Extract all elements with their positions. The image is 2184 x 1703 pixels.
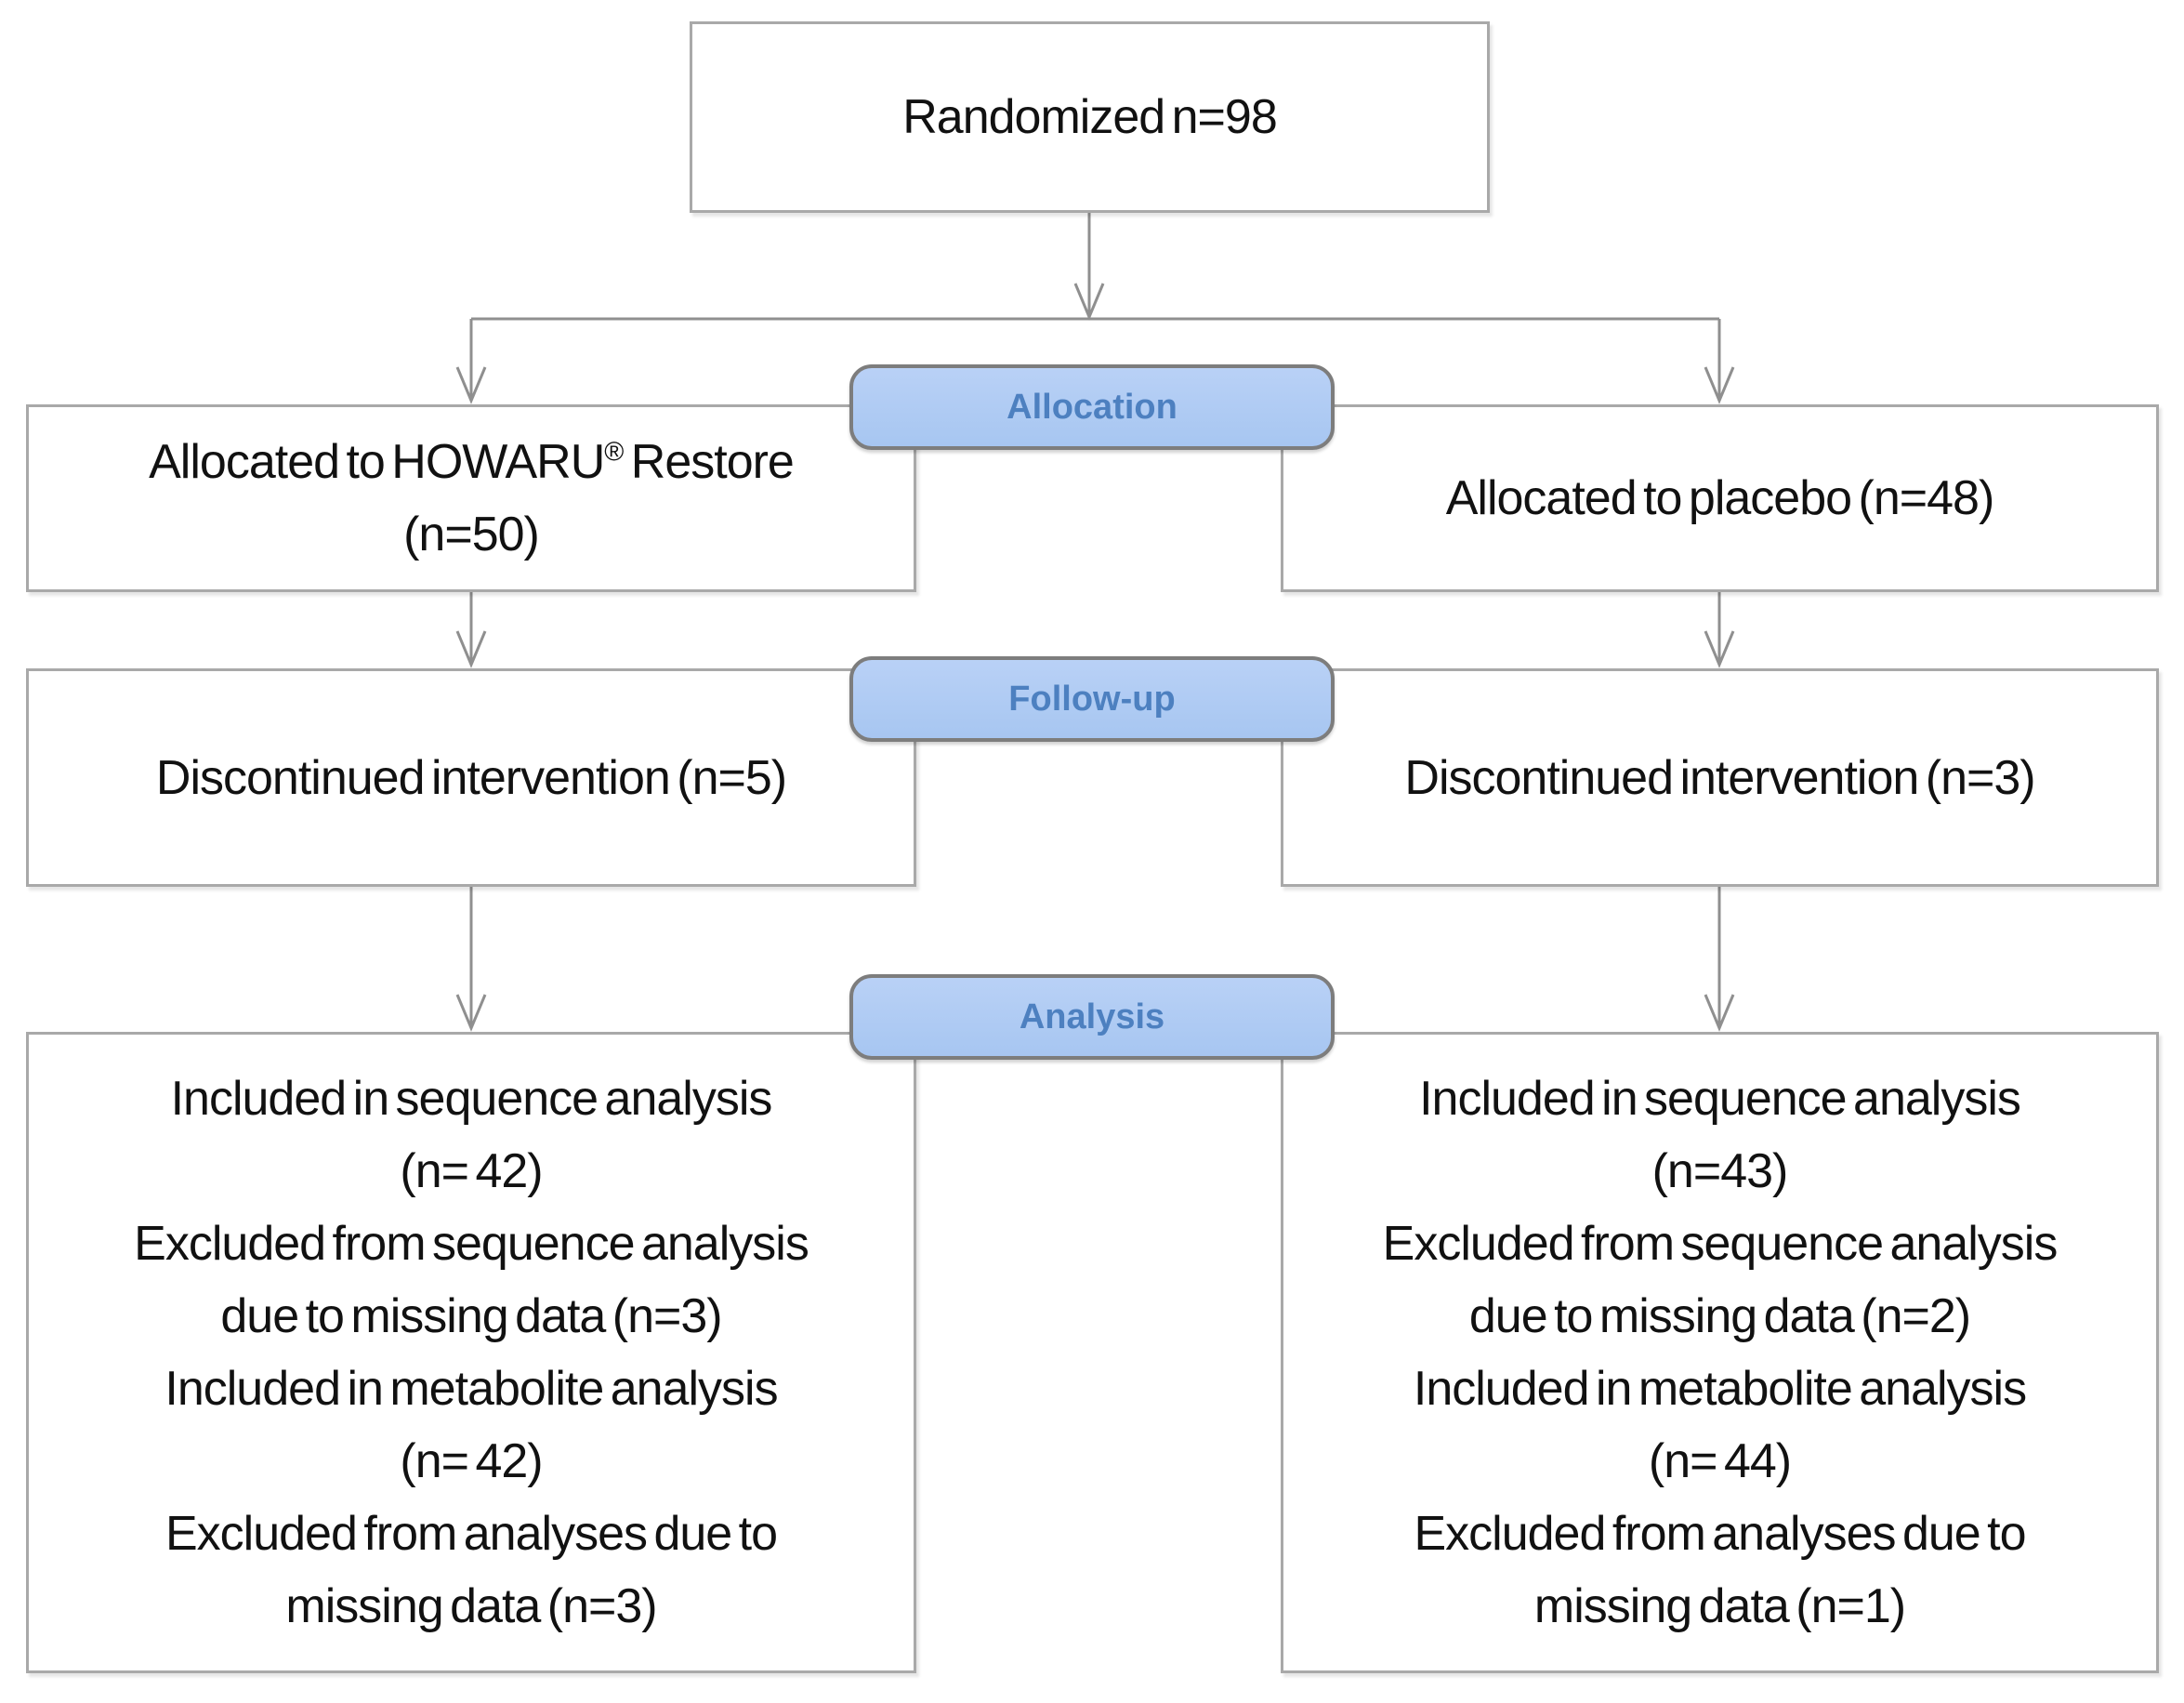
analysis-howaru-line: Excluded from analyses due to — [164, 1507, 778, 1561]
allocated-howaru-text: Allocated to HOWARU — [149, 435, 605, 489]
allocation-stage-tab: Allocation — [849, 364, 1335, 450]
allocated-howaru-text-restore: Restore — [624, 435, 795, 489]
allocated-howaru-count: (n=50) — [403, 508, 540, 561]
analysis-placebo-box: Included in sequence analysis (n=43) Exc… — [1281, 1032, 2159, 1673]
discontinued-howaru-box: Discontinued intervention (n=5) — [26, 668, 916, 887]
analysis-stage-label: Analysis — [1019, 997, 1165, 1036]
analysis-placebo-line: (n=43) — [1651, 1144, 1789, 1198]
analysis-howaru-line: Included in metabolite analysis — [164, 1362, 778, 1416]
analysis-howaru-line: (n= 42) — [400, 1434, 543, 1488]
allocated-placebo-label: Allocated to placebo (n=48) — [1445, 471, 1995, 525]
randomized-box: Randomized n=98 — [690, 21, 1490, 213]
analysis-howaru-line: (n= 42) — [400, 1144, 543, 1198]
analysis-placebo-line: Included in metabolite analysis — [1413, 1362, 2027, 1416]
randomized-label: Randomized n=98 — [902, 90, 1278, 144]
registered-trademark-symbol: ® — [604, 437, 625, 468]
discontinued-placebo-label: Discontinued intervention (n=3) — [1404, 750, 2035, 805]
discontinued-howaru-label: Discontinued intervention (n=5) — [155, 750, 787, 805]
analysis-placebo-line: missing data (n=1) — [1533, 1579, 1906, 1633]
analysis-howaru-line: missing data (n=3) — [285, 1579, 657, 1633]
analysis-placebo-line: (n= 44) — [1648, 1434, 1792, 1488]
analysis-stage-tab: Analysis — [849, 974, 1335, 1060]
allocated-placebo-box: Allocated to placebo (n=48) — [1281, 404, 2159, 592]
analysis-howaru-box: Included in sequence analysis (n= 42) Ex… — [26, 1032, 916, 1673]
allocated-howaru-box: Allocated to HOWARU® Restore (n=50) — [26, 404, 916, 592]
followup-stage-label: Follow-up — [1008, 679, 1176, 719]
analysis-placebo-line: Excluded from sequence analysis — [1382, 1217, 2059, 1271]
allocation-stage-label: Allocation — [1006, 387, 1178, 427]
analysis-howaru-line: Excluded from sequence analysis — [134, 1217, 809, 1271]
analysis-placebo-line: Excluded from analyses due to — [1414, 1507, 2026, 1561]
discontinued-placebo-box: Discontinued intervention (n=3) — [1281, 668, 2159, 887]
followup-stage-tab: Follow-up — [849, 656, 1335, 742]
allocated-howaru-line1: Allocated to HOWARU® Restore — [149, 426, 795, 498]
analysis-howaru-line: Included in sequence analysis — [170, 1072, 773, 1126]
analysis-placebo-line: Included in sequence analysis — [1419, 1072, 2021, 1126]
analysis-howaru-line: due to missing data (n=3) — [220, 1289, 722, 1343]
analysis-placebo-line: due to missing data (n=2) — [1468, 1289, 1971, 1343]
